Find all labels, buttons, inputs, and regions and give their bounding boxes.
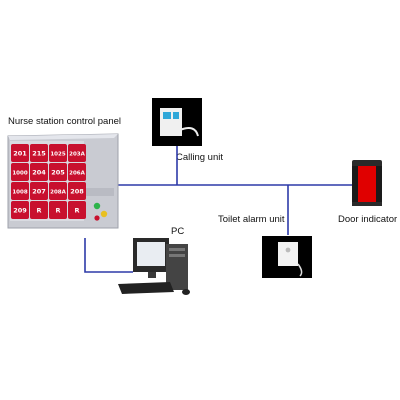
panel-room-number: 205 xyxy=(51,169,65,177)
panel-room-cell: 1008 xyxy=(11,182,29,200)
panel-indicator-yellow xyxy=(100,210,108,218)
toilet-alarm-device xyxy=(262,236,312,278)
panel-indicator-green xyxy=(93,202,101,210)
panel-room-number: R xyxy=(55,207,60,215)
panel-room-cell: 201 xyxy=(11,144,29,162)
panel-room-number: 206A xyxy=(69,171,85,177)
panel-led-grid: 201 215 1025 203A 1000 204 205 206A 1008 207 208A 2… xyxy=(11,144,86,219)
door-indicator-label: Door indicator xyxy=(338,214,398,225)
pc-link-line xyxy=(84,238,133,273)
pc-device xyxy=(118,238,190,295)
panel-room-number: 215 xyxy=(32,150,46,158)
panel-room-number: 207 xyxy=(32,188,46,196)
nurse-station-panel: 201 215 1025 203A 1000 204 205 206A 1008 207 208A 2… xyxy=(7,133,119,229)
panel-room-cell: 204 xyxy=(30,163,48,181)
panel-room-cell: R xyxy=(68,201,86,219)
panel-room-cell: 207 xyxy=(30,182,48,200)
panel-room-number: 1025 xyxy=(50,152,65,158)
bus-lines xyxy=(84,146,371,273)
panel-indicator-red xyxy=(94,215,100,221)
calling-unit-device xyxy=(152,98,202,146)
nurse-station-label: Nurse station control panel xyxy=(8,116,122,127)
panel-room-number: 208A xyxy=(50,190,66,196)
panel-room-cell: 1000 xyxy=(11,163,29,181)
panel-room-number: 204 xyxy=(32,169,46,177)
panel-room-cell: 208 xyxy=(68,182,86,200)
panel-room-cell: 206A xyxy=(68,163,86,181)
panel-room-number: 1000 xyxy=(12,171,27,177)
panel-room-number: 1008 xyxy=(12,190,27,196)
panel-room-cell: 205 xyxy=(49,163,67,181)
toilet-alarm-label: Toilet alarm unit xyxy=(218,214,285,225)
panel-room-number: 208 xyxy=(70,188,84,196)
panel-room-number: 203A xyxy=(69,152,85,158)
panel-room-cell: 215 xyxy=(30,144,48,162)
panel-room-cell: 1025 xyxy=(49,144,67,162)
panel-room-cell: R xyxy=(30,201,48,219)
panel-room-cell: 209 xyxy=(11,201,29,219)
panel-room-number: 201 xyxy=(13,150,27,158)
panel-room-cell: 208A xyxy=(49,182,67,200)
door-indicator-device xyxy=(352,160,382,206)
panel-room-number: R xyxy=(74,207,79,215)
panel-room-number: R xyxy=(36,207,41,215)
panel-room-cell: 203A xyxy=(68,144,86,162)
panel-room-number: 209 xyxy=(13,207,27,215)
calling-unit-label: Calling unit xyxy=(176,152,223,163)
panel-room-cell: R xyxy=(49,201,67,219)
pc-label: PC xyxy=(171,226,185,237)
